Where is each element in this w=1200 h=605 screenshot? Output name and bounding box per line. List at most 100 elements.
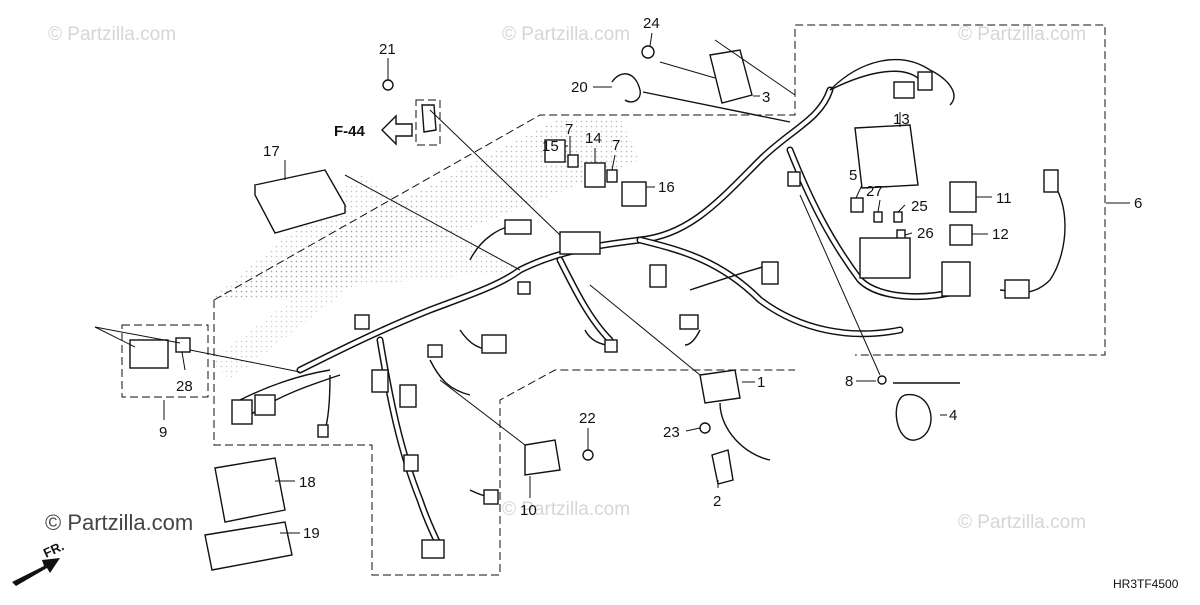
callout-9[interactable]: 9 xyxy=(159,424,167,441)
harness-connector-s xyxy=(917,71,933,91)
callout-15[interactable]: 15 xyxy=(542,138,559,155)
reference-label[interactable]: F-44 xyxy=(334,123,366,140)
callout-5[interactable]: 5 xyxy=(849,167,857,184)
callout-16[interactable]: 16 xyxy=(658,179,675,196)
callout-28[interactable]: 28 xyxy=(176,378,193,395)
wire-harness xyxy=(231,58,1066,559)
part-6-ground-terminal xyxy=(1004,279,1030,299)
part-24-bolt xyxy=(641,45,655,59)
callout-14[interactable]: 14 xyxy=(585,130,602,147)
harness-connector-m xyxy=(403,454,419,472)
part-21-bolt xyxy=(382,79,394,91)
part-9-relay-holder xyxy=(129,339,169,369)
part-18-module xyxy=(214,457,286,523)
part-14-relay xyxy=(584,162,606,188)
frame-part-9 xyxy=(121,324,209,398)
harness-junction-block xyxy=(559,231,601,255)
callout-17[interactable]: 17 xyxy=(263,143,280,160)
part-8-clip xyxy=(877,375,887,385)
watermark-4: © Partzilla.com xyxy=(502,499,630,520)
callout-25[interactable]: 25 xyxy=(911,198,928,215)
callout-7-right[interactable]: 7 xyxy=(612,137,620,154)
harness-connector-n xyxy=(483,489,499,505)
harness-connector-e xyxy=(481,334,507,354)
callout-24[interactable]: 24 xyxy=(643,15,660,32)
part-21-terminal xyxy=(421,104,437,133)
harness-connector-j xyxy=(254,394,276,416)
part-10-sensor xyxy=(524,439,561,476)
callout-13[interactable]: 13 xyxy=(893,111,910,128)
callout-8[interactable]: 8 xyxy=(845,373,853,390)
part-20-strap xyxy=(642,91,791,123)
front-direction-label: FR. xyxy=(41,538,66,560)
callout-23[interactable]: 23 xyxy=(663,424,680,441)
part-1-lead xyxy=(719,402,771,461)
leader-lines xyxy=(94,32,1130,534)
harness-connector-p xyxy=(354,314,370,330)
harness-connector-i xyxy=(231,399,253,425)
frame-main-upper xyxy=(213,24,1106,356)
callout-3[interactable]: 3 xyxy=(762,89,770,106)
part-12-relay xyxy=(949,224,973,246)
callout-2[interactable]: 2 xyxy=(713,493,721,510)
reference-arrow-icon xyxy=(381,114,413,146)
part-1-ignition-coil xyxy=(699,369,741,404)
part-28-relay xyxy=(175,337,191,353)
part-6-fuse-block xyxy=(859,237,911,279)
harness-connector-b xyxy=(649,264,667,288)
harness-connector-k xyxy=(317,424,329,438)
part-4-condenser xyxy=(895,394,932,441)
part-27-fuse xyxy=(873,211,883,223)
part-16-relay xyxy=(621,181,647,207)
shading-band-left xyxy=(210,175,520,300)
part-20-band xyxy=(611,73,641,103)
harness-connector-u xyxy=(941,261,971,297)
callout-12[interactable]: 12 xyxy=(992,226,1009,243)
part-3-control-unit xyxy=(709,49,753,104)
callout-11[interactable]: 11 xyxy=(996,190,1012,207)
callout-19[interactable]: 19 xyxy=(303,525,320,542)
front-direction-arrow-icon xyxy=(12,558,60,586)
harness-connector-g xyxy=(371,369,389,393)
watermark-1: © Partzilla.com xyxy=(48,24,176,45)
part-5-fuse xyxy=(850,197,864,213)
callout-18[interactable]: 18 xyxy=(299,474,316,491)
callout-7-left[interactable]: 7 xyxy=(565,121,573,138)
part-7-fuse-a xyxy=(567,154,579,168)
part-25-fuse xyxy=(893,211,903,223)
harness-connector-h xyxy=(399,384,417,408)
part-shapes xyxy=(129,45,1059,571)
shading-band-lower xyxy=(210,250,400,380)
callout-22[interactable]: 22 xyxy=(579,410,596,427)
callout-10[interactable]: 10 xyxy=(520,502,537,519)
part-15-relay xyxy=(544,139,566,163)
part-13-fuse-box xyxy=(854,124,919,189)
watermark-5: © Partzilla.com xyxy=(958,512,1086,533)
callout-4[interactable]: 4 xyxy=(949,407,957,424)
frame-main-lower xyxy=(213,300,795,576)
callout-1[interactable]: 1 xyxy=(757,374,765,391)
harness-connector-f xyxy=(604,339,618,353)
callout-26[interactable]: 26 xyxy=(917,225,934,242)
harness-connector-o xyxy=(421,539,445,559)
callout-27[interactable]: 27 xyxy=(866,183,883,200)
callout-numbers: 1 2 3 4 5 6 7 7 8 9 10 11 12 13 14 15 16… xyxy=(159,15,1142,542)
frame-part-21 xyxy=(415,99,441,146)
callout-20[interactable]: 20 xyxy=(571,79,588,96)
watermark-primary: © Partzilla.com xyxy=(45,510,193,535)
part-22-bolt xyxy=(582,449,594,461)
callout-21[interactable]: 21 xyxy=(379,41,396,58)
harness-connector-a xyxy=(504,219,532,235)
part-23-bolt xyxy=(699,422,711,434)
harness-connector-r xyxy=(893,81,915,99)
watermark-3: © Partzilla.com xyxy=(958,24,1086,45)
harness-connector-d xyxy=(679,314,699,330)
harness-connector-c xyxy=(761,261,779,285)
harness-connector-t xyxy=(787,171,801,187)
part-19-cover xyxy=(204,521,293,571)
diagram-code: HR3TF4500 xyxy=(1113,577,1179,591)
part-7-fuse-b xyxy=(606,169,618,183)
callout-6[interactable]: 6 xyxy=(1134,195,1142,212)
